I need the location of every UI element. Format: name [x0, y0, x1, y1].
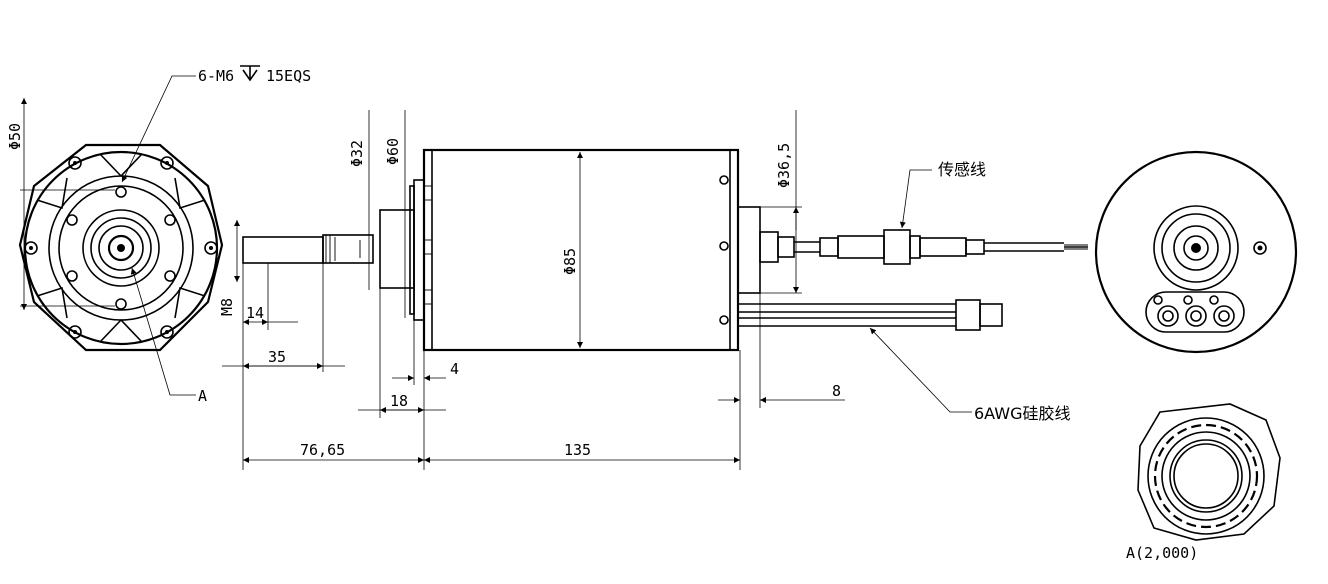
depth-note: 15EQS	[266, 67, 311, 85]
front-view	[18, 75, 224, 396]
sensor-cable	[759, 169, 1088, 265]
thread-note: 6-M6	[198, 67, 234, 85]
detail-a-view	[1137, 403, 1281, 541]
dim-dia-32: Φ32	[348, 140, 366, 167]
dim-dia-50: Φ50	[6, 123, 24, 150]
dim-dia-60: Φ60	[384, 138, 402, 165]
power-wire-label: 6AWG硅胶线	[974, 404, 1070, 423]
dim-14: 14	[246, 304, 264, 322]
dim-8: 8	[832, 382, 841, 400]
depth-symbol-icon	[240, 65, 260, 82]
power-cable	[738, 299, 1003, 413]
rear-view	[1094, 150, 1298, 354]
side-view	[222, 110, 845, 470]
dim-4: 4	[450, 360, 459, 378]
sensor-wire-label: 传感线	[938, 160, 986, 179]
dim-18: 18	[390, 392, 408, 410]
dim-dia-36-5: Φ36,5	[775, 143, 793, 188]
dim-dia-85: Φ85	[561, 248, 579, 275]
section-a-label: A	[198, 387, 207, 405]
detail-a-label: A(2,000)	[1126, 544, 1198, 562]
dim-m8: M8	[218, 298, 236, 316]
dim-35: 35	[268, 348, 286, 366]
dim-76-65: 76,65	[300, 441, 345, 459]
dim-135: 135	[564, 441, 591, 459]
